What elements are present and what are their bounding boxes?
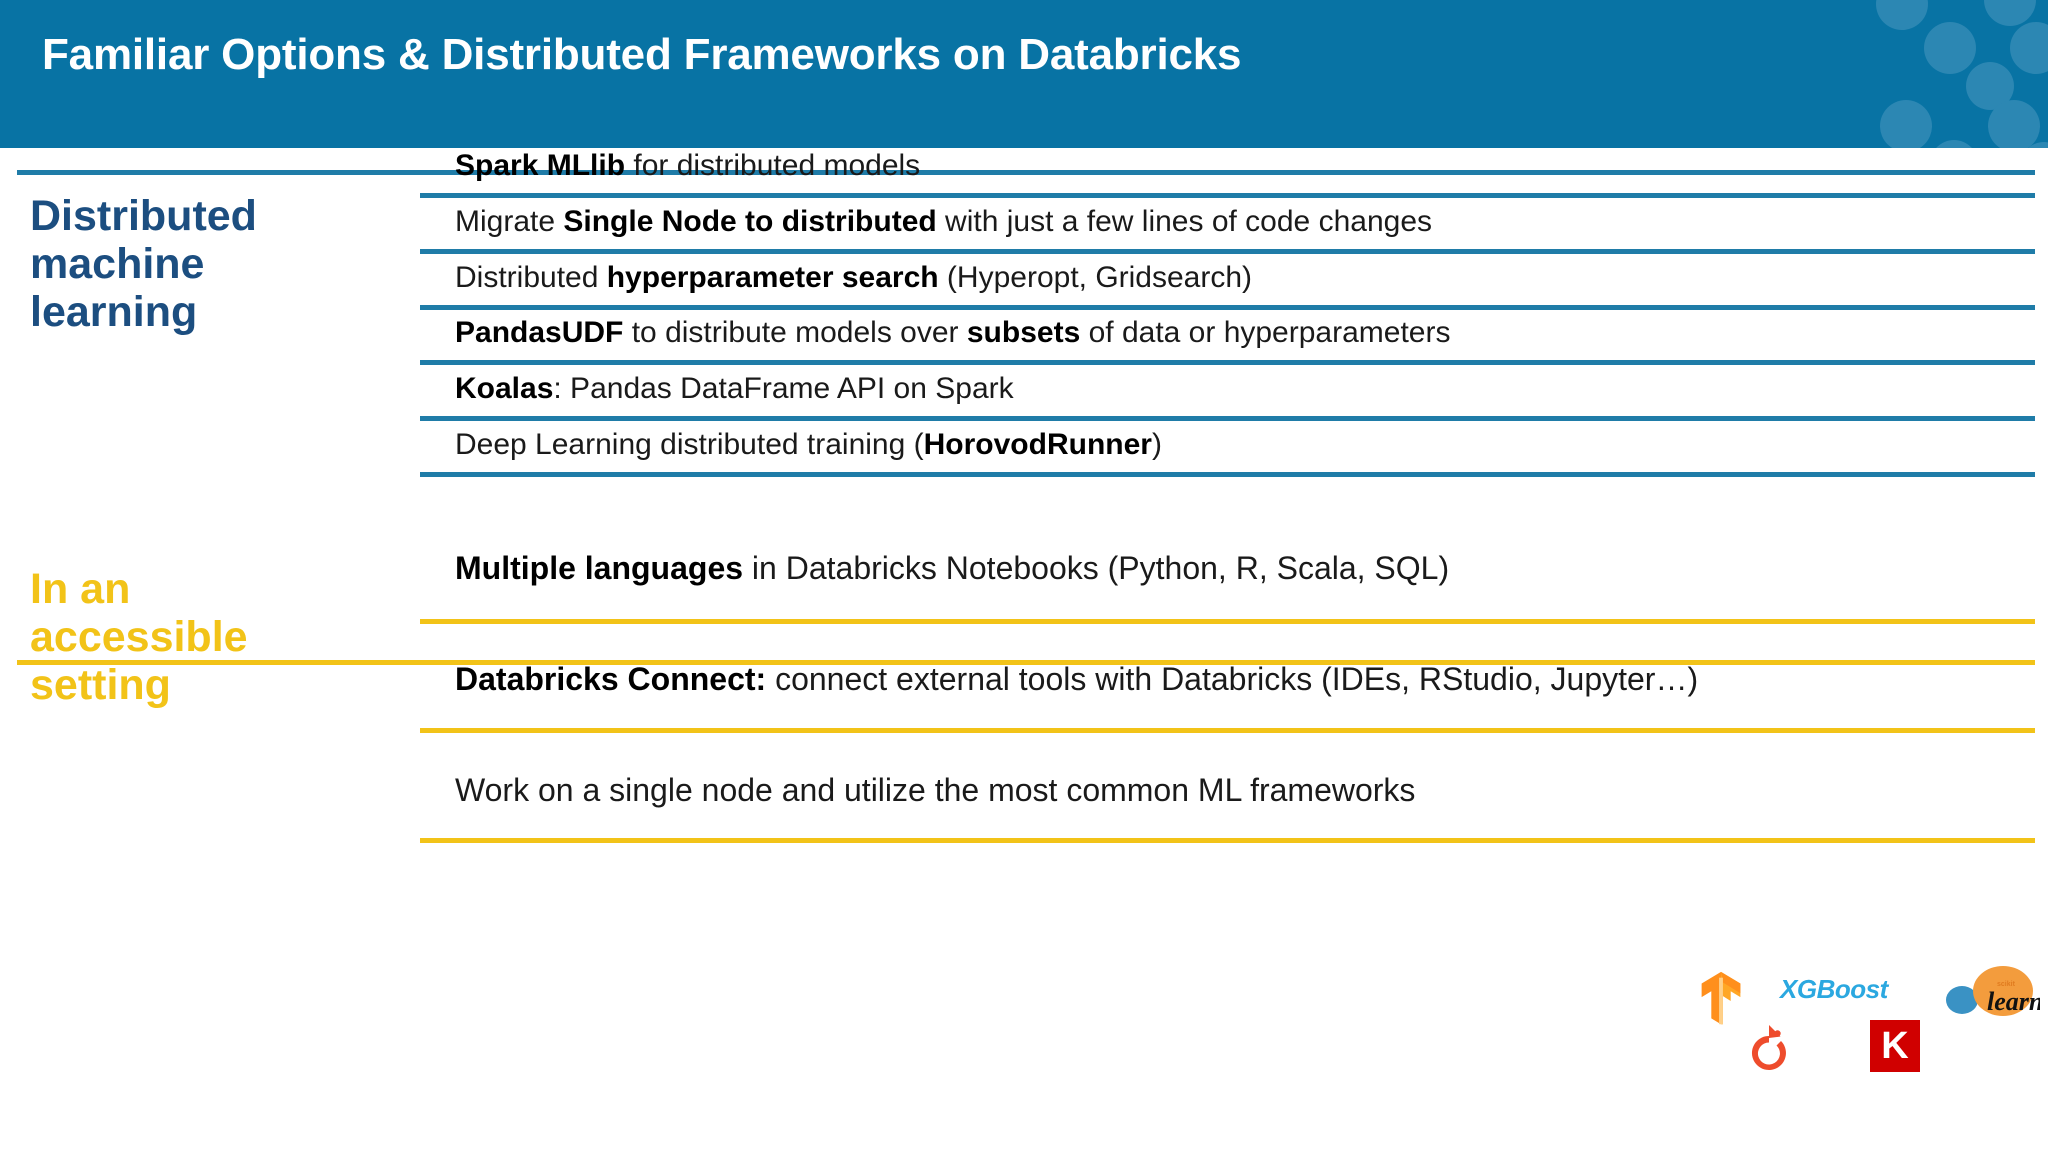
ml-framework-logo-group: XGBoost learn scikit K: [1690, 960, 2043, 1090]
row-divider: [420, 416, 2035, 421]
row-text: Multiple languages in Databricks Noteboo…: [455, 550, 1450, 586]
row-text: Koalas: Pandas DataFrame API on Spark: [455, 372, 1014, 405]
row-divider: [420, 728, 2035, 733]
row-divider: [420, 472, 2035, 477]
list-item-horovod-runner: Deep Learning distributed training (Horo…: [455, 426, 2048, 464]
list-item-spark-mllib: Spark MLlib for distributed models: [455, 147, 2048, 185]
row-divider: [420, 193, 2035, 198]
row-text: Work on a single node and utilize the mo…: [455, 772, 1416, 808]
section-top-rule: [17, 170, 2035, 175]
tensorflow-logo: [1690, 968, 1752, 1030]
page-title: Familiar Options & Distributed Framework…: [42, 30, 1242, 79]
row-text: Deep Learning distributed training (Horo…: [455, 428, 1162, 461]
row-text: Databricks Connect: connect external too…: [455, 661, 1699, 697]
row-text: Distributed hyperparameter search (Hyper…: [455, 261, 1253, 294]
section-divider-rule: [17, 660, 2035, 665]
row-text: PandasUDF to distribute models over subs…: [455, 316, 1451, 349]
slide-header: Familiar Options & Distributed Framework…: [0, 0, 2048, 148]
list-item-databricks-connect: Databricks Connect: connect external too…: [455, 659, 2048, 699]
row-text: Migrate Single Node to distributed with …: [455, 205, 1432, 238]
row-divider: [420, 619, 2035, 624]
row-divider: [420, 249, 2035, 254]
svg-text:scikit: scikit: [1997, 981, 2016, 988]
row-divider: [420, 305, 2035, 310]
list-item-single-node-migrate: Migrate Single Node to distributed with …: [455, 203, 2048, 241]
keras-logo: K: [1870, 1020, 1920, 1072]
section-label-distributed-machine-learning: Distributed machine learning: [30, 192, 257, 337]
pytorch-logo: [1742, 1022, 1796, 1078]
list-item-pandas-udf: PandasUDF to distribute models over subs…: [455, 314, 2048, 352]
row-text: Spark MLlib for distributed models: [455, 149, 921, 182]
list-item-multiple-languages: Multiple languages in Databricks Noteboo…: [455, 548, 2048, 588]
xgboost-logo: XGBoost: [1780, 974, 1888, 1004]
list-item-single-node-frameworks: Work on a single node and utilize the mo…: [455, 770, 2048, 810]
svg-text:learn: learn: [1987, 987, 2040, 1016]
header-dot-pattern: [1748, 0, 2048, 148]
section-label-in-an-accessible-setting: In an accessible setting: [30, 565, 248, 710]
row-divider: [420, 838, 2035, 843]
row-divider: [420, 360, 2035, 365]
list-item-koalas: Koalas: Pandas DataFrame API on Spark: [455, 370, 2048, 408]
list-item-hyperparameter-search: Distributed hyperparameter search (Hyper…: [455, 259, 2048, 297]
scikit-learn-logo: learn scikit: [1945, 964, 2043, 1026]
